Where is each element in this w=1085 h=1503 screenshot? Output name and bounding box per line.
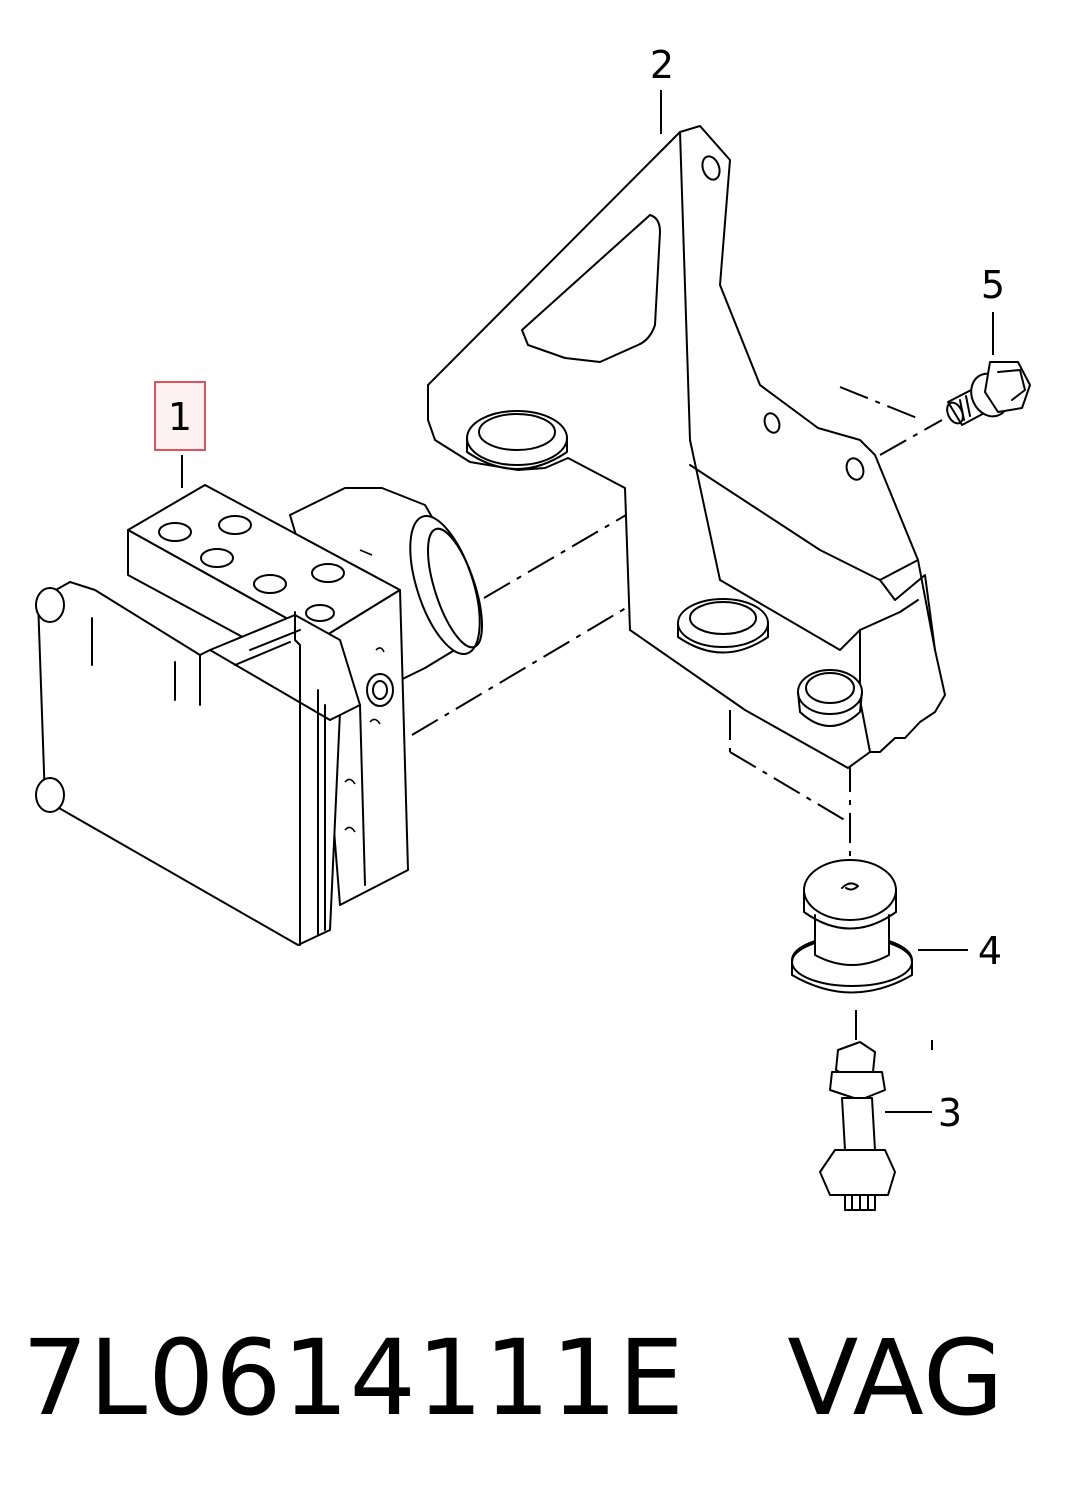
callout-2-label[interactable]: 2 <box>650 43 674 87</box>
electronic-control-module <box>35 581 366 946</box>
brand-name: VAG <box>787 1317 1005 1439</box>
rubber-mount <box>791 859 913 994</box>
bracket-grommet-right <box>797 669 863 727</box>
stud-bolt <box>819 1041 896 1211</box>
callout-1[interactable]: 1 <box>154 381 206 451</box>
bracket-grommet-top <box>466 410 568 470</box>
part-number: 7L0614111E <box>22 1317 685 1439</box>
bracket-grommet-middle <box>677 598 769 654</box>
callout-1-highlight-box <box>154 381 206 451</box>
callout-leaders <box>181 90 994 1113</box>
flange-bolt <box>946 361 1031 426</box>
exploded-parts-diagram: 1 2 5 4 3 <box>35 43 1031 1211</box>
callout-4-label[interactable]: 4 <box>978 929 1002 973</box>
part-caption: 7L0614111E VAG <box>22 1318 1005 1438</box>
mounting-bracket <box>427 125 946 769</box>
abs-control-unit <box>35 484 483 946</box>
callout-1-label: 1 <box>168 395 192 439</box>
valve-block-ports <box>158 515 345 622</box>
callout-3-label[interactable]: 3 <box>938 1091 962 1135</box>
callout-5-label[interactable]: 5 <box>981 263 1005 307</box>
